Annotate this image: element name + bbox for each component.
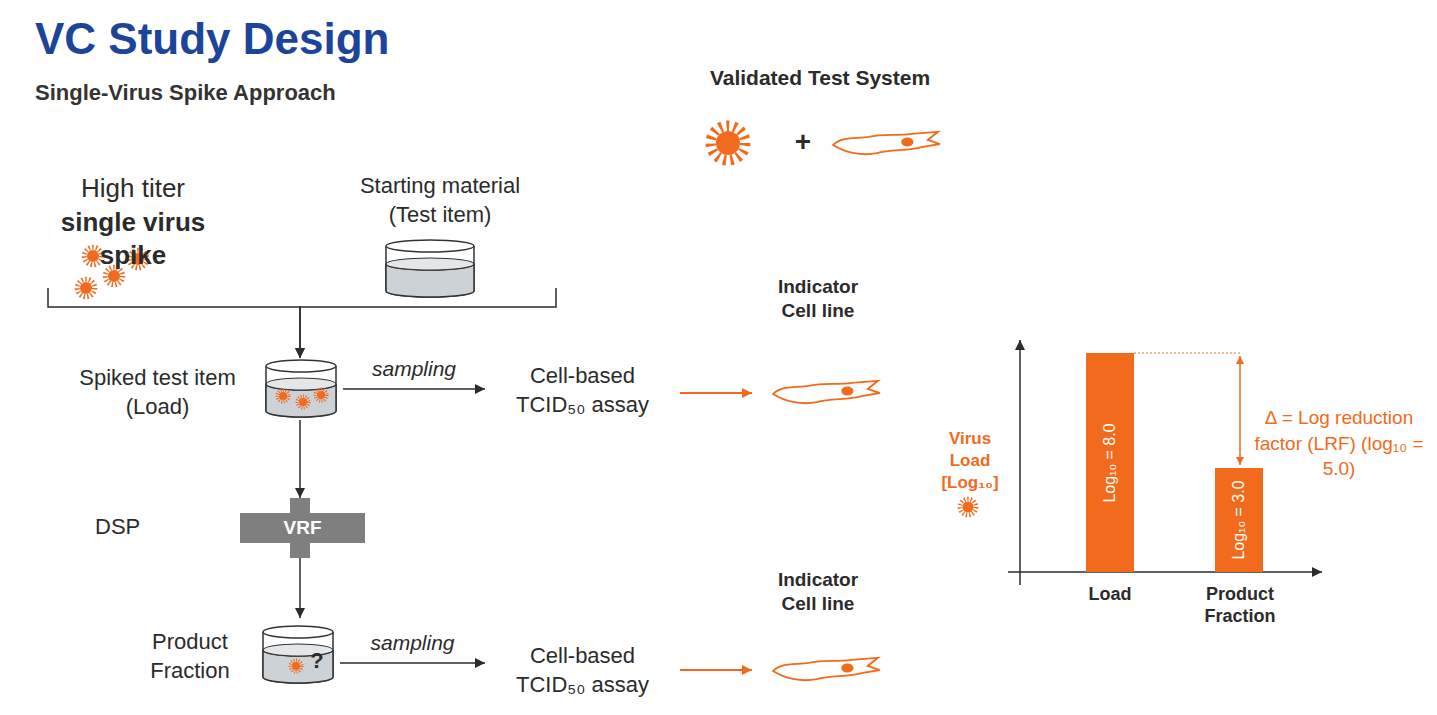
cell-shape <box>773 658 880 680</box>
product-fraction: Product Fraction? <box>140 618 340 690</box>
node-text: VRF <box>240 513 365 543</box>
node-text: single virus spike <box>28 206 238 271</box>
x-axis <box>1008 571 1322 573</box>
beaker-rim <box>266 360 336 372</box>
filter-bar <box>240 513 365 543</box>
load-bar: Log₁₀ = 8.0 <box>1086 353 1134 572</box>
plus-sign: + <box>790 126 816 158</box>
node-text: Indicator Cell line <box>768 568 868 616</box>
bracket-tick <box>47 288 49 300</box>
node-text: Indicator Cell line <box>768 275 868 323</box>
node-text: ? <box>305 647 329 676</box>
virus-icon <box>77 279 94 296</box>
virus-icon <box>277 390 289 402</box>
connector <box>48 300 300 358</box>
axis-title: Virus Load [Log₁₀] <box>932 428 1008 494</box>
node-text: High titer <box>28 172 238 205</box>
node-graphic <box>770 655 882 683</box>
virus-spike: High titersingle virus spike <box>28 168 238 300</box>
axis-category: Product Fraction <box>1190 584 1290 627</box>
indicator-cell: Indicator Cell line <box>752 275 885 405</box>
connector <box>343 388 485 390</box>
beaker-rim <box>263 626 333 638</box>
node-text: Product Fraction <box>140 628 240 685</box>
y-axis <box>1019 340 1021 585</box>
virus-icon <box>84 247 101 264</box>
spiked-test-item: Spiked test item (Load) <box>60 358 343 420</box>
beaker-rim <box>386 240 474 252</box>
subtitle: Single-Virus Spike Approach <box>35 80 435 106</box>
connector <box>299 420 301 498</box>
node-text: DSP <box>95 513 165 542</box>
axis-category: Load <box>1070 584 1150 605</box>
connector <box>300 300 556 358</box>
reduction-arrow <box>1239 356 1241 465</box>
liquid-surface <box>266 378 336 390</box>
beaker-icon <box>265 360 337 418</box>
section-heading: Validated Test System <box>680 66 960 90</box>
virus-icon <box>960 499 976 515</box>
bar-value: Log₁₀ = 8.0 <box>1101 423 1119 502</box>
bar-value: Log₁₀ = 3.0 <box>1230 480 1248 559</box>
cell-shape <box>773 381 880 403</box>
indicator-cell: Indicator Cell line <box>752 568 885 686</box>
beaker-icon <box>385 240 475 298</box>
liquid-surface <box>386 258 474 270</box>
edge-label: sampling <box>372 357 456 381</box>
virus-icon <box>711 126 746 161</box>
assay-box: Cell-based TCID₅₀ assay <box>485 640 680 706</box>
dotted-level-line <box>1134 352 1240 353</box>
virus-icon <box>105 267 122 284</box>
node-text: Cell-based TCID₅₀ assay <box>500 642 665 699</box>
node-graphic <box>385 240 475 298</box>
starting-material: Starting material (Test item) <box>320 170 560 300</box>
beaker-wall <box>266 366 336 417</box>
connector <box>340 662 485 664</box>
virus-icon <box>297 396 309 408</box>
node-text: Cell-based TCID₅₀ assay <box>500 362 665 419</box>
cell-icon <box>770 378 882 406</box>
beaker-wall <box>386 246 474 297</box>
bracket-tick <box>555 288 557 300</box>
virus-icon <box>290 660 302 672</box>
connector <box>680 669 752 671</box>
cell-icon <box>770 655 882 683</box>
node-text: Spiked test item (Load) <box>60 364 255 421</box>
assay-box: Cell-based TCID₅₀ assay <box>485 360 680 426</box>
diagram-title: VC Study Design <box>35 14 390 64</box>
cell-icon <box>833 132 940 154</box>
node-graphic <box>770 378 882 406</box>
virus-icon <box>315 389 327 401</box>
product-bar: Log₁₀ = 3.0 <box>1215 468 1263 572</box>
connector <box>680 392 752 394</box>
connector <box>299 558 301 618</box>
lrf-annotation: Δ = Log reduction factor (LRF) (log₁₀ = … <box>1250 405 1428 482</box>
node-text: Starting material (Test item) <box>345 172 535 229</box>
beaker-wall <box>263 632 333 683</box>
virus-filter: DSPVRF <box>240 498 365 558</box>
node-graphic <box>265 360 337 418</box>
edge-label: sampling <box>371 631 455 655</box>
